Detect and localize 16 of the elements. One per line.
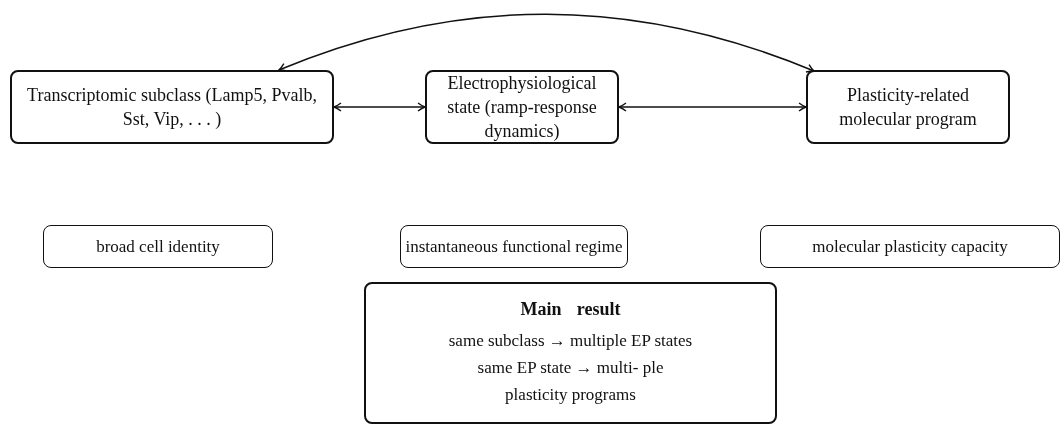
text-box: [10, 70, 334, 144]
box-text: same subclass → multiple EP states: [448, 330, 693, 352]
text-box: [400, 225, 628, 268]
box-text: Transcriptomic subclass (Lamp5, Pvalb, Sst, Vip, . . . ): [26, 84, 318, 131]
box-text: instantaneous functional regime: [405, 235, 623, 258]
box-text: Electrophysiological state (ramp-response dynamics): [446, 72, 598, 143]
box-text: Plasticity-related molecular program: [838, 84, 978, 131]
text-box: [43, 225, 273, 268]
box-text: molecular plasticity capacity: [812, 235, 1008, 258]
text-box: [806, 70, 1010, 144]
box-text: broad cell identity: [96, 235, 220, 258]
text-box: [760, 225, 1060, 268]
text-box: [425, 70, 619, 144]
box-text: same EP state → multi- ple plasticity programs: [476, 357, 665, 406]
box-heading: Main result: [520, 298, 621, 321]
result-box: [364, 282, 777, 424]
